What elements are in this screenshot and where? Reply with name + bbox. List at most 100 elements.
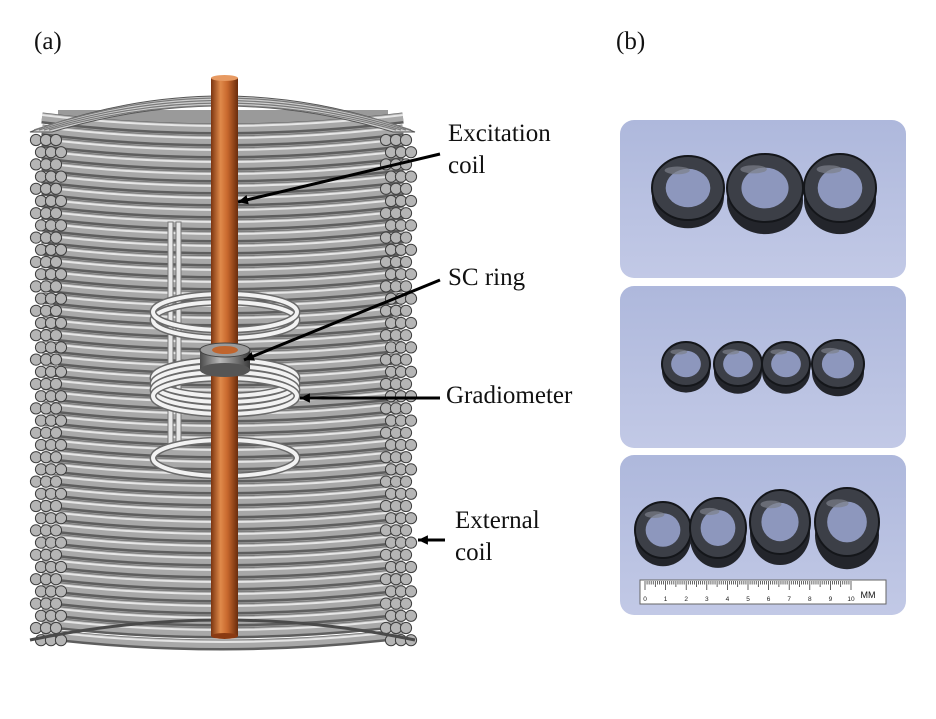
- wall-wire: [49, 353, 63, 366]
- ruler-tick-label: 9: [829, 596, 833, 603]
- wall-wire: [404, 243, 418, 256]
- ring-sheen: [664, 166, 690, 175]
- wall-wire: [54, 219, 68, 232]
- ring-sheen: [722, 349, 740, 355]
- ruler-tick-label: 6: [767, 596, 771, 603]
- wall-wire: [399, 573, 413, 586]
- wall-wire: [399, 231, 413, 244]
- ring-hole: [761, 502, 799, 542]
- arrow-gradiometer-head: [300, 393, 310, 403]
- ring-hole: [671, 350, 701, 378]
- wall-wire: [54, 146, 68, 159]
- wall-wire: [54, 414, 68, 427]
- wall-wire: [49, 182, 63, 195]
- wall-wire: [54, 316, 68, 330]
- wall-wire: [54, 365, 68, 378]
- wall-wire: [54, 487, 68, 500]
- ring-hole: [665, 168, 711, 208]
- wall-wire: [49, 621, 63, 635]
- wall-wire: [54, 463, 68, 476]
- wall-wire: [399, 377, 413, 391]
- wall-wire: [404, 512, 418, 525]
- wall-wire: [54, 390, 68, 403]
- wall-wire: [399, 426, 413, 439]
- wall-wire: [49, 280, 63, 293]
- wall-wire: [54, 170, 68, 183]
- wall-wire: [404, 341, 418, 354]
- ruler-tick-label: 0: [643, 596, 647, 603]
- wall-wire: [49, 329, 63, 342]
- wall-wire: [54, 194, 68, 208]
- wall-wire: [399, 499, 413, 513]
- wall-wire: [399, 133, 413, 147]
- callout-line: SC ring: [448, 264, 526, 291]
- ruler-tick-label: 5: [746, 596, 750, 603]
- wall-wire: [49, 231, 63, 244]
- wall-wire: [49, 548, 63, 561]
- wall-wire: [54, 512, 68, 525]
- wall-wire: [49, 597, 63, 610]
- wall-wire: [399, 207, 413, 220]
- wall-wire: [399, 524, 413, 537]
- wall-wire: [54, 585, 68, 598]
- callout-gradiometer: Gradiometer: [446, 380, 572, 412]
- ring-hole: [741, 167, 789, 209]
- wall-wire: [399, 353, 413, 366]
- callout-line: Excitation: [448, 120, 551, 147]
- wall-wire: [404, 463, 418, 476]
- wall-wire: [49, 133, 63, 147]
- ring-sheen: [644, 511, 665, 518]
- top-rim: [29, 95, 416, 133]
- wall-wire: [404, 365, 418, 378]
- arrow-excitation-head: [238, 195, 249, 205]
- arrow-excitation: [237, 152, 441, 204]
- wall-wire: [404, 487, 418, 500]
- wall-wire: [404, 194, 418, 208]
- wall-wire: [399, 304, 413, 317]
- wall-wire: [49, 475, 63, 488]
- ring-hole: [821, 349, 855, 379]
- wall-wire: [399, 280, 413, 293]
- ring-sheen: [740, 165, 767, 174]
- wall-wire: [404, 390, 418, 403]
- wall-wire: [404, 560, 418, 574]
- wall-wire: [49, 402, 63, 415]
- wall-wire: [404, 268, 418, 281]
- ruler: [639, 579, 887, 605]
- wall-wire: [49, 524, 63, 537]
- wall-wire: [399, 402, 413, 415]
- sc-ring-sample: [199, 342, 251, 377]
- arrow-sc-ring: [243, 278, 441, 362]
- arrow-sc-ring-head: [244, 351, 255, 361]
- wall-wire: [404, 609, 418, 622]
- ruler-tick-label: 1: [664, 596, 668, 603]
- arrow-external-head: [418, 535, 428, 545]
- ring-hole: [723, 350, 753, 378]
- wall-wire: [54, 609, 68, 622]
- ring-hole: [771, 350, 801, 378]
- wall-wire: [399, 475, 413, 488]
- callout-line: External: [455, 507, 540, 534]
- callout-external-coil: External coil: [455, 505, 540, 569]
- wall-wire: [49, 207, 63, 220]
- ruler-tick-label: 7: [787, 596, 791, 603]
- wall-wire: [404, 316, 418, 330]
- ring-sheen: [770, 349, 788, 355]
- ring-sheen: [699, 507, 720, 516]
- wall-wire: [54, 536, 68, 549]
- wall-wire: [54, 292, 68, 305]
- sc-ring-bottom: [200, 363, 250, 377]
- panel-label-b: (b): [616, 28, 646, 55]
- wall-wire: [404, 146, 418, 159]
- wall-wire: [399, 329, 413, 342]
- callout-line: Gradiometer: [446, 382, 573, 409]
- wall-wire: [54, 438, 68, 452]
- wall-wire: [49, 255, 63, 269]
- ring-hole: [645, 513, 681, 547]
- rod-bottom: [211, 633, 238, 639]
- ring-hole: [827, 501, 867, 543]
- callout-arrows: [237, 152, 445, 545]
- wall-wire: [404, 536, 418, 549]
